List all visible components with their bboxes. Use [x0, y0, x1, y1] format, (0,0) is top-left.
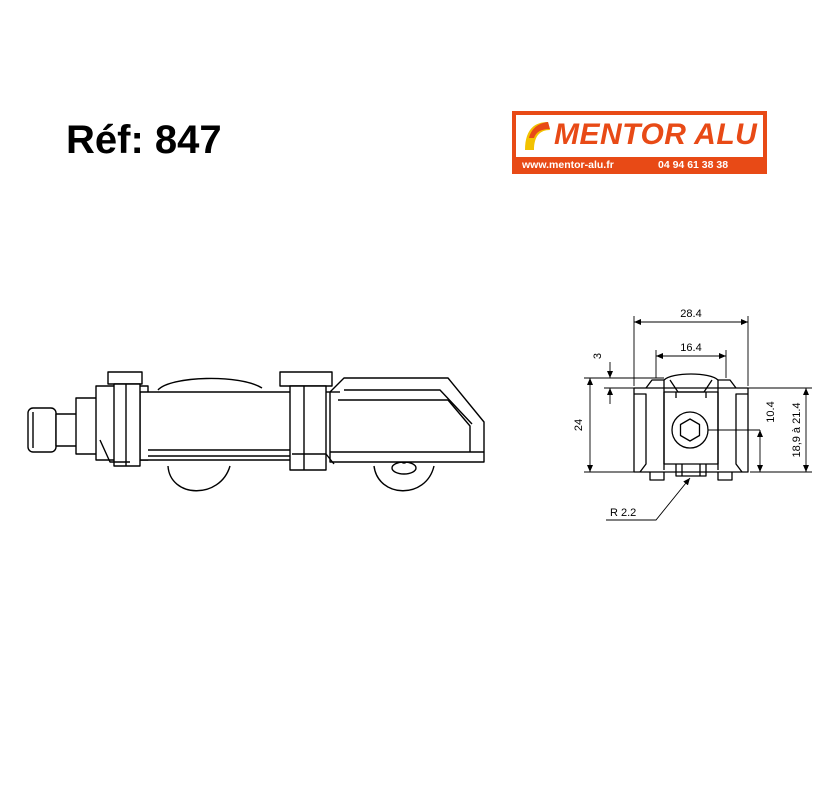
hex-screw [671, 411, 709, 449]
logo-brand-name: MENTOR ALU [554, 118, 758, 151]
dim-axis-height: 10.4 [765, 401, 777, 422]
front-view [633, 373, 760, 481]
logo-phone: 04 94 61 38 38 [658, 159, 729, 171]
dimension-labels: 28.4 16.4 3 24 10.4 18,9 à 21.4 R 2.2 [573, 308, 803, 519]
logo-panel: MENTOR ALU [516, 115, 763, 157]
wheels [167, 456, 435, 492]
side-view [27, 371, 485, 492]
hex-socket-icon [679, 418, 701, 442]
dim-inner-width: 16.4 [680, 342, 701, 354]
reference-title: Réf: 847 [66, 118, 222, 162]
mentor-alu-logo: MENTOR ALU www.mentor-alu.fr 04 94 61 38… [512, 111, 767, 174]
dim-radius: R 2.2 [610, 507, 636, 519]
dim-height: 24 [573, 419, 585, 431]
dim-top-offset: 3 [592, 353, 604, 359]
left-clamp [99, 371, 143, 467]
logo-website: www.mentor-alu.fr [522, 159, 614, 171]
logo-swoosh-icon [525, 122, 550, 150]
right-housing [329, 377, 485, 463]
dimension-lines [584, 316, 812, 521]
right-clamp [279, 371, 340, 471]
dim-adjustment-range: 18,9 à 21.4 [791, 402, 803, 457]
dim-overall-width: 28.4 [680, 308, 701, 320]
adjustment-screw [27, 397, 101, 455]
